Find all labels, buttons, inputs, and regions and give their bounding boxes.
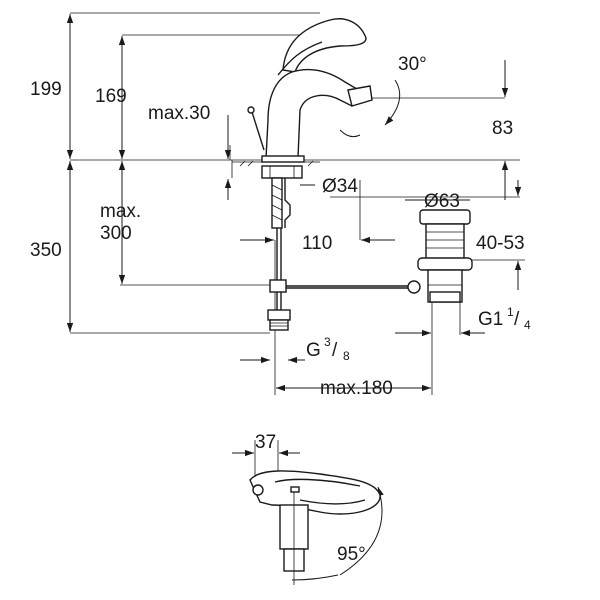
label-g: G	[306, 340, 321, 361]
label-dia-63: Ø63	[424, 191, 460, 212]
label-max-180: max.180	[320, 378, 393, 399]
reference-lines	[70, 12, 525, 395]
label-37: 37	[255, 432, 276, 453]
label-300: 300	[100, 223, 132, 244]
label-dia-34: Ø34	[322, 176, 358, 197]
label-angle-30: 30°	[398, 54, 427, 75]
label-max: max.	[100, 201, 141, 222]
label-169: 169	[95, 86, 127, 107]
label-40-53: 40-53	[476, 233, 525, 254]
label-g-num: 3	[324, 335, 331, 349]
label-199: 199	[30, 79, 62, 100]
label-g1: G1	[478, 309, 503, 330]
label-max-30: max.30	[148, 103, 210, 124]
lever-top-view	[249, 470, 381, 585]
label-angle-95: 95°	[337, 544, 366, 565]
label-350: 350	[30, 240, 62, 261]
label-83: 83	[492, 118, 513, 139]
label-g-den: 8	[343, 349, 350, 363]
label-g1-num: 1	[507, 305, 514, 319]
angle-arcs	[291, 79, 401, 581]
svg-text:/: /	[514, 309, 520, 330]
dimension-lines	[66, 14, 522, 332]
label-110: 110	[302, 233, 332, 254]
svg-text:/: /	[332, 340, 338, 361]
label-g1-den: 4	[524, 318, 531, 332]
dimension-labels: 199 169 max.30 30° 83 max. 300 350 Ø34 Ø…	[30, 54, 531, 565]
faucet-side-view	[232, 18, 410, 331]
waste-assembly	[407, 209, 473, 303]
